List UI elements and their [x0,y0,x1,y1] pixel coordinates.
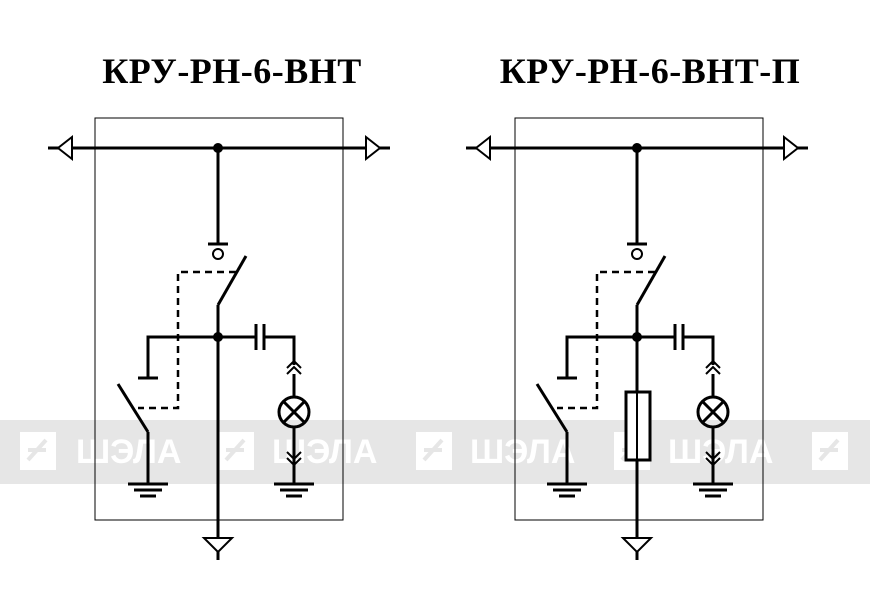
schematic-right [466,117,808,560]
arrow-left-icon [56,134,73,162]
mechanical-interlock [138,270,236,410]
load-switch-blade [216,255,248,306]
output-arrow-icon [620,537,654,554]
output-arrow-icon [201,537,235,554]
watermark-logo-icon [416,432,452,470]
earthing-switch-blade [535,383,569,433]
switch-contact-icon [631,248,643,260]
watermark-text: ШЭЛА [272,433,377,471]
connector-icon [705,359,721,375]
connector-icon [705,451,721,467]
schematic-left [48,117,390,560]
diagram-title-right: КРУ-РН-6-ВНТ-П [499,51,801,91]
watermark-text: ШЭЛА [470,433,575,471]
ground-icon [128,482,168,498]
connector-icon [286,359,302,375]
earthing-switch-blade [116,383,150,433]
ground-icon [274,482,314,498]
arrow-right-icon [365,134,382,162]
load-switch-blade [635,255,667,306]
watermark-logo-icon [218,432,254,470]
connector-icon [286,451,302,467]
indicator-line [683,335,715,365]
diagram-title-left: КРУ-РН-6-ВНТ [102,51,362,91]
switch-contact-icon [212,248,224,260]
watermark-text: ШЭЛА [76,433,181,471]
watermark-logo-icon [20,432,56,470]
ground-icon [547,482,587,498]
watermark-band: ШЭЛА ШЭЛА ШЭЛА ШЭЛА [0,420,870,484]
enclosure-box [514,117,764,521]
arrow-right-icon [783,134,800,162]
watermark-logo-icon [812,432,848,470]
ground-icon [693,482,733,498]
earth-branch-line [146,335,256,378]
capacitor-icon [254,324,266,350]
capacitor-icon [673,324,685,350]
mechanical-interlock [557,270,655,410]
watermark-text: ШЭЛА [668,433,773,471]
arrow-left-icon [474,134,491,162]
indicator-line [264,335,296,365]
earth-branch-line [565,335,675,378]
